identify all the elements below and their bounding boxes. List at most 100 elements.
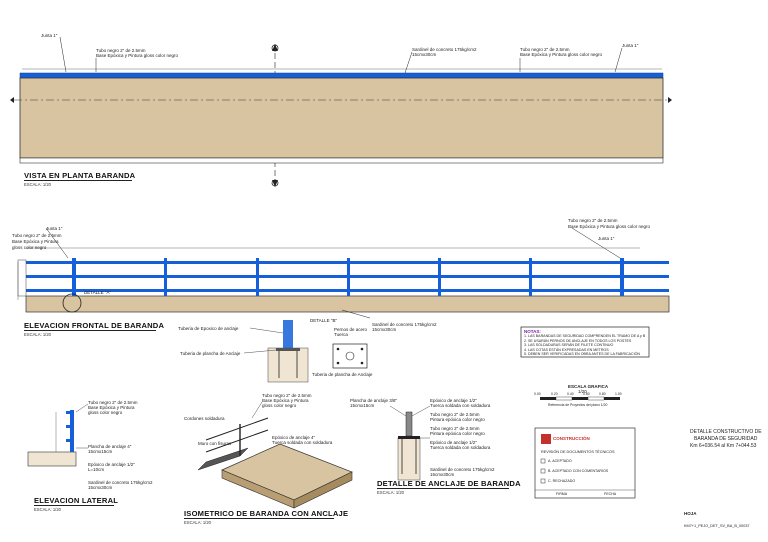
stamp-checkbox-b — [540, 468, 546, 474]
front-title: ELEVACION FRONTAL DE BARANDA — [24, 321, 165, 330]
anchor-label-plancha-dim: 15cmx15cm — [350, 403, 375, 408]
front-label-detalle-a: DETALLE "A" — [84, 290, 112, 295]
front-post-7 — [620, 258, 624, 296]
front-elevation — [17, 227, 670, 319]
isometric-view — [197, 401, 353, 509]
lateral-scale: ESCALA: 1/20 — [34, 507, 62, 512]
plan-label-base-1: Base Epóxica y Pintura gloss color negro — [96, 53, 179, 58]
iso-label-tubo: Tubo negro 2" de 2.5mm — [262, 393, 312, 398]
anchor-label-tuerca-bottom: Tuerca soldada con soldadura — [430, 445, 491, 450]
stamp-logo — [541, 434, 551, 444]
plan-axis-arrow-top — [272, 44, 278, 51]
plan-rail — [19, 72, 664, 79]
stamp-footer-left: FIRMA — [556, 492, 568, 496]
anchor-concrete — [397, 437, 421, 481]
scale-caption: Referencia de Proyectos del plano 1/20 — [548, 403, 608, 407]
small-anchor-leader-1 — [249, 327, 284, 334]
front-leader-tubo-right — [571, 227, 621, 259]
front-label-detalle-b: DETALLE "B" — [310, 318, 338, 323]
plan-title-underline — [24, 180, 132, 181]
front-label-tubo-left: Tubo negro 2" de 2.5mm — [12, 233, 62, 238]
front-post-4 — [347, 258, 350, 296]
small-anchor-plate-plan — [332, 343, 368, 369]
lateral-label-base: Base Epóxica y Pintura — [88, 405, 135, 410]
front-post-1 — [72, 258, 76, 296]
notes-line-1: 1. LAS BARANDAS DE SEGURIDAD COMPRENDEN … — [524, 334, 646, 338]
anchor-scale: ESCALA: 1/20 — [377, 490, 405, 495]
iso-title-underline — [184, 518, 334, 519]
anchor-label-sardinel-dim: 15cmx30cm — [430, 472, 455, 477]
front-post-2 — [164, 258, 167, 296]
front-post-5 — [438, 258, 441, 296]
stamp-footer-right: FECHA — [604, 492, 617, 496]
iso-label-epoxi: Epóxico de anclaje 4" — [272, 435, 316, 440]
plan-axis-arrow-bottom — [272, 180, 278, 187]
plan-side-marker-left — [10, 97, 14, 103]
lateral-leader-tubo — [75, 403, 89, 413]
plan-label-tubo-2: Tubo negro 2" de 2.5mm — [520, 47, 570, 52]
title-block-line-2: BARANDA DE SEGURIDAD — [694, 436, 758, 442]
scale-seg-1 — [540, 397, 556, 400]
scale-tick-4: 0.80 — [599, 392, 606, 396]
lateral-label-sardinel: Sardinel de concreto 175kg/cm2 — [88, 480, 153, 485]
scale-tick-2: 0.40 — [567, 392, 574, 396]
anchor-label-epoxi-top: Epóxico de anclaje 1/2" — [430, 398, 477, 403]
scale-tick-1: 0.20 — [551, 392, 558, 396]
sheet-code: KM7+1_PEJO_DET_SV_BA_B_00037 — [684, 524, 750, 528]
front-detail-circle — [62, 293, 82, 313]
front-label-sardinel-dim: 15cmx30cm — [372, 327, 397, 332]
graphic-scale — [540, 396, 620, 401]
lateral-concrete — [27, 451, 77, 467]
iso-scale: ESCALA: 1/20 — [184, 520, 212, 525]
front-concrete — [25, 295, 670, 313]
anchor-label-sardinel: Sardinel de concreto 175kg/cm2 — [430, 467, 495, 472]
lateral-label-plancha: Plancha de anclaje 4" — [88, 444, 132, 449]
front-scale: ESCALA: 1/20 — [24, 332, 52, 337]
anchor-leader-epoxi — [411, 405, 431, 417]
lateral-label-epoxi: Epóxico de anclaje 1/2" — [88, 462, 135, 467]
front-label-tubo-right: Tubo negro 2" de 2.5mm — [568, 218, 618, 223]
anchor-leader-plancha — [389, 405, 407, 417]
small-anchor-plate — [276, 348, 300, 351]
anchor-detail-small — [243, 320, 368, 383]
small-anchor-bolt-4 — [360, 361, 364, 365]
stamp-checkbox-c — [540, 478, 546, 484]
anchor-label-pintura-2: Pintura epóxica color negro — [430, 431, 485, 436]
anchor-label-epoxi-bottom: Epóxico de anclaje 1/2" — [430, 440, 477, 445]
anchor-label-tuerca-top: Tuerca soldada con soldadura — [430, 403, 491, 408]
anchor-title: DETALLE DE ANCLAJE DE BARANDA — [377, 479, 521, 488]
plan-leader-junta-left — [59, 36, 67, 73]
iso-rail-top — [205, 417, 269, 441]
lateral-label-sardinel-dim: 15cmx30cm — [88, 485, 113, 490]
iso-wall — [197, 447, 249, 471]
lateral-post — [70, 410, 74, 452]
sheet-label: HOJA — [684, 511, 697, 516]
front-label-junta-left: Junta 1" — [46, 226, 63, 231]
anchor-label-pintura-1: Pintura epóxica color negro — [430, 417, 485, 422]
plan-view — [10, 36, 672, 187]
front-title-underline — [24, 330, 156, 331]
small-anchor-bolt-1 — [336, 347, 340, 351]
lateral-rail-top — [66, 411, 74, 414]
small-anchor-bolt-2 — [360, 347, 364, 351]
lateral-label-tubo: Tubo negro 2" de 2.5mm — [88, 400, 138, 405]
lateral-rail-middle — [66, 425, 74, 428]
front-leader-sardinel — [341, 309, 371, 319]
plan-scale: ESCALA: 1/20 — [24, 182, 52, 187]
iso-label-tuerca: Tuerca soldada con soldadura — [272, 440, 333, 445]
front-label-sardinel: Sardinel de concreto 175kg/cm2 — [372, 322, 437, 327]
scale-tick-5: 1.00 — [615, 392, 622, 396]
notes-line-5: 5. DEBEN SER VERIFICADAS EN OBRA ANTES D… — [524, 352, 641, 356]
plan-concrete — [19, 77, 664, 159]
small-anchor-post — [283, 320, 293, 350]
scale-tick-0: 0.00 — [534, 392, 541, 396]
anchor-label-plancha: Plancha de anclaje 3/8" — [350, 398, 398, 403]
anchor-plate — [398, 436, 420, 439]
stamp-option-c: C. RECHAZADO — [548, 479, 576, 483]
scale-seg-3 — [572, 397, 588, 400]
plan-title: VISTA EN PLANTA BARANDA — [24, 171, 136, 180]
front-post-6 — [529, 258, 532, 296]
scale-seg-4 — [587, 396, 605, 401]
scale-seg-5 — [604, 397, 620, 400]
